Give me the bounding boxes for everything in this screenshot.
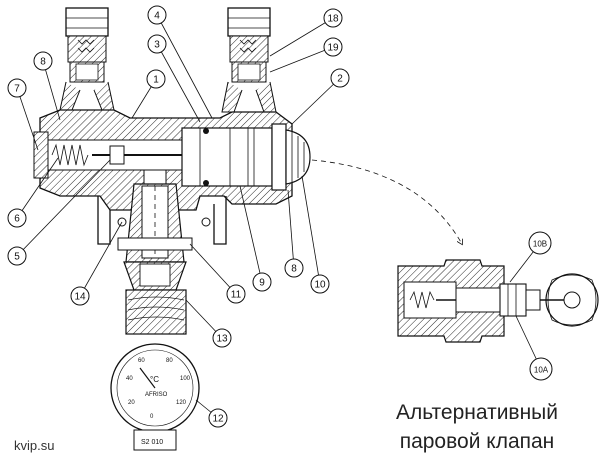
gauge-tick-label: 100 (180, 376, 191, 382)
callout-number-12: 12 (212, 414, 224, 425)
callout-bubble-6 (7, 208, 27, 228)
callout-number-8a: 8 (40, 57, 46, 68)
gauge-tick-label: 60 (138, 358, 145, 364)
callout-number-3: 3 (154, 40, 160, 51)
alternative-steam-valve (397, 259, 599, 343)
callout-number-9: 9 (259, 278, 265, 289)
callout-bubble-14 (70, 286, 90, 306)
callout-number-8b: 8 (291, 264, 297, 275)
main-valve: 20 40 60 80 100 120 0 °C AFRISO S2 010 (33, 7, 311, 451)
callout-leader-2 (291, 77, 341, 125)
callout-number-1: 1 (153, 75, 159, 86)
source-label: kvip.su (14, 438, 55, 453)
callout-bubble-8a (33, 51, 53, 71)
callout-number-10A: 10A (534, 366, 549, 375)
callout-bubble-10A (529, 357, 553, 381)
callout-bubble-18 (323, 8, 343, 28)
callout-bubble-13 (212, 328, 232, 348)
callout-number-14: 14 (74, 292, 86, 303)
callout-bubble-7 (7, 78, 27, 98)
callout-number-10: 10 (314, 280, 326, 291)
callout-bubble-8b (284, 258, 304, 278)
callout-leader-19 (269, 46, 334, 73)
gauge-unit: °C (150, 375, 159, 384)
callout-bubble-3 (147, 34, 167, 54)
caption-line-1: Альтернативный (395, 401, 559, 424)
callout-number-5: 5 (14, 252, 20, 263)
caption-line-2: паровой клапан (399, 430, 555, 453)
inlet-left (59, 7, 115, 111)
callout-number-2: 2 (337, 74, 343, 85)
callout-number-11: 11 (231, 290, 242, 301)
callout-number-10B: 10B (533, 240, 547, 249)
callout-leader-8a (42, 60, 61, 121)
callout-leader-10 (301, 175, 321, 285)
gauge-tick-label: 0 (150, 414, 154, 420)
valve-housing (33, 109, 311, 245)
callout-bubble-9 (252, 272, 272, 292)
gauge-brand: AFRISO (145, 392, 168, 398)
callout-leader-9 (239, 185, 263, 283)
inlet-right (221, 7, 277, 113)
callout-bubble-10 (310, 274, 330, 294)
detail-arrow (311, 159, 462, 244)
gauge-model: S2 010 (141, 439, 163, 446)
sensor-well (117, 169, 193, 335)
callout-leader-14 (79, 221, 123, 297)
thermometer-gauge: 20 40 60 80 100 120 0 °C AFRISO S2 010 (110, 343, 200, 451)
callout-leader-11 (189, 243, 237, 295)
callout-bubble-4 (147, 5, 167, 25)
callout-leader-6 (16, 157, 59, 219)
callout-leader-3 (156, 43, 201, 123)
callout-number-13: 13 (216, 334, 228, 345)
callout-leader-4 (156, 14, 213, 119)
callout-leader-5 (16, 159, 111, 257)
gauge-tick-label: 80 (166, 358, 173, 364)
callout-bubble-1 (146, 69, 166, 89)
callout-number-4: 4 (154, 11, 160, 22)
callout-bubble-12 (208, 408, 228, 428)
callout-bubble-2 (330, 68, 350, 88)
callout-number-6: 6 (14, 214, 20, 225)
callout-number-19: 19 (327, 43, 339, 54)
callout-bubble-19 (323, 37, 343, 57)
gauge-tick-label: 40 (126, 376, 133, 382)
callout-bubble-5 (7, 246, 27, 266)
callout-bubble-10B (528, 231, 552, 255)
callout-number-18: 18 (327, 14, 339, 25)
diagram-caption: Альтернативный паровой клапан (362, 398, 592, 456)
callout-leader-8b (287, 189, 295, 269)
callout-number-7: 7 (14, 84, 20, 95)
callout-leader-18 (269, 17, 334, 57)
callout-bubble-11 (226, 284, 246, 304)
gauge-tick-label: 120 (176, 400, 187, 406)
gauge-tick-label: 20 (128, 400, 135, 406)
callout-leader-7 (16, 87, 39, 151)
